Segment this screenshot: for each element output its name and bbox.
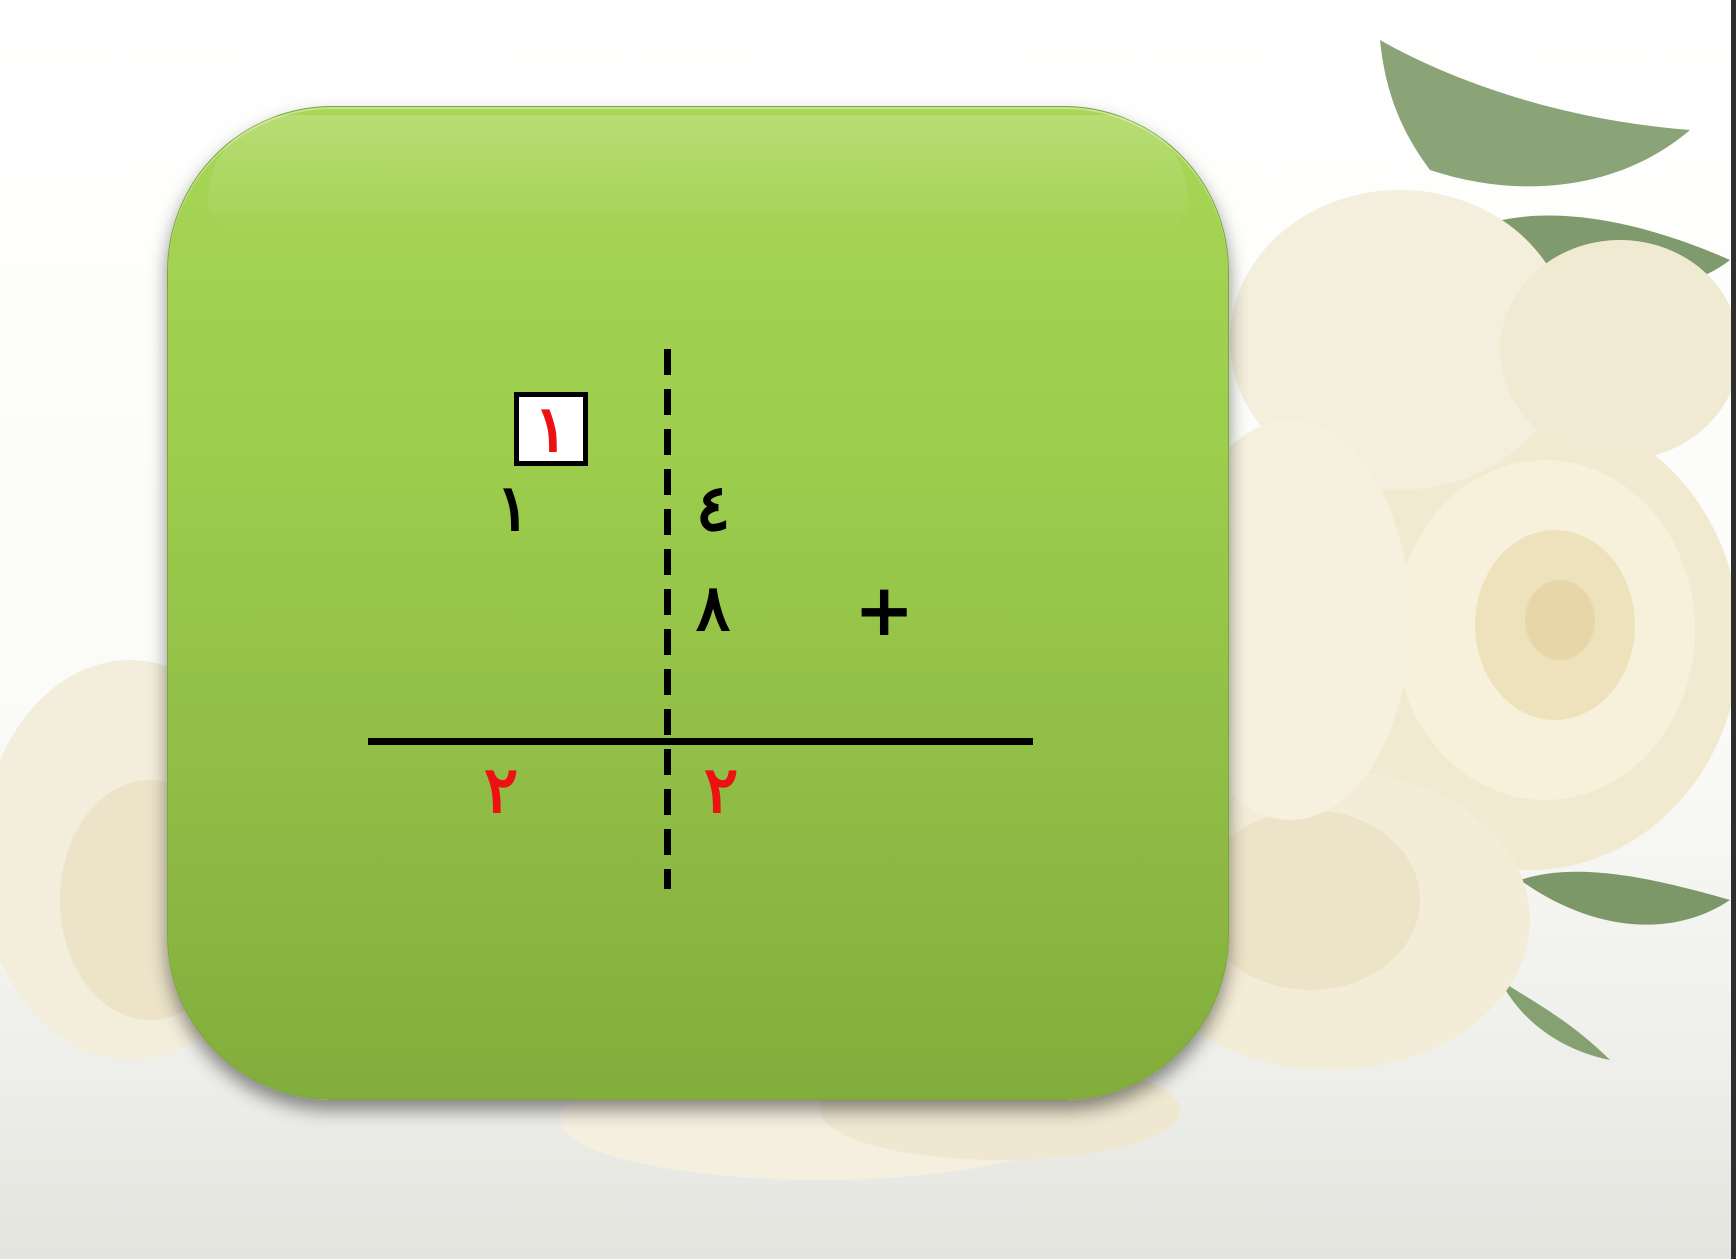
place-value-divider <box>664 349 671 889</box>
column-addition: ١ ١ ٤ ٨ + ٢ ٢ <box>168 107 1228 1099</box>
sum-line <box>368 738 1033 745</box>
leaf-shape <box>1500 980 1610 1060</box>
leaf-shape <box>1380 40 1690 186</box>
carry-box: ١ <box>514 392 588 466</box>
problem-card: ١ ١ ٤ ٨ + ٢ ٢ <box>167 106 1229 1100</box>
answer-ones-digit: ٢ <box>676 759 766 823</box>
plus-sign: + <box>854 574 914 646</box>
top-ones-digit: ٤ <box>668 477 758 541</box>
carry-digit: ١ <box>506 398 596 462</box>
rose-shape <box>1500 240 1736 460</box>
bottom-ones-digit: ٨ <box>668 577 758 641</box>
slide-edge-border <box>1731 0 1736 1259</box>
answer-tens-digit: ٢ <box>456 759 546 823</box>
rose-shape <box>1200 810 1420 990</box>
top-tens-digit: ١ <box>468 477 558 541</box>
leaf-shape <box>1520 872 1730 925</box>
rose-shape <box>1525 580 1595 660</box>
